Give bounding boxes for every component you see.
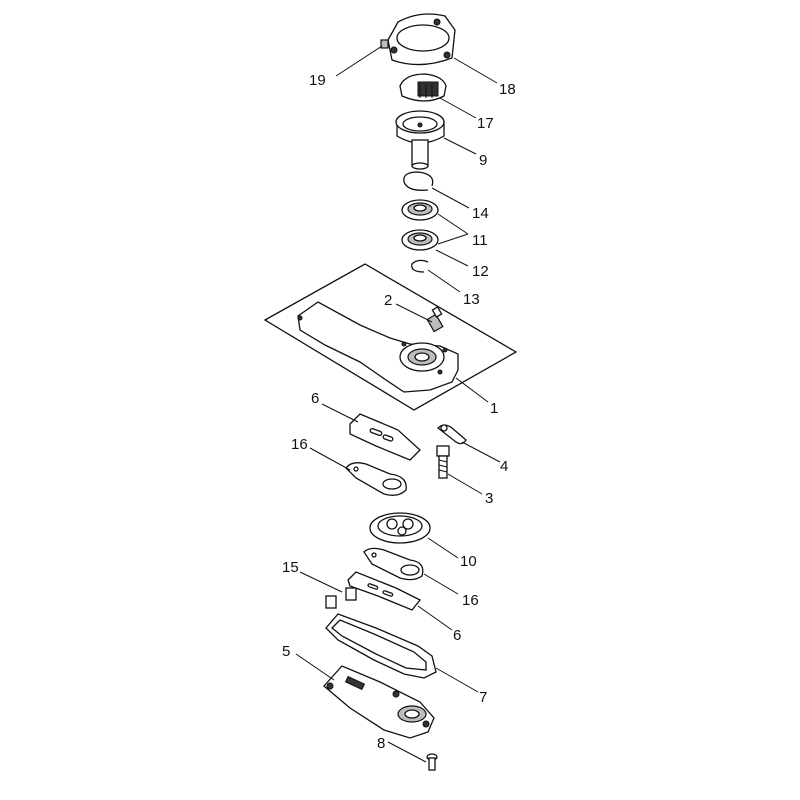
callout-1: 1 xyxy=(490,400,499,417)
callout-18: 18 xyxy=(499,81,516,98)
part-3-bolt xyxy=(436,445,450,479)
leader-13 xyxy=(427,269,461,293)
part-16-plate-lower xyxy=(363,547,424,581)
leader-1 xyxy=(455,377,489,403)
leader-11a xyxy=(437,213,469,235)
part-6-plate-upper xyxy=(349,413,421,461)
callout-7: 7 xyxy=(479,689,488,706)
callout-16-upper: 16 xyxy=(291,436,308,453)
part-6-plate-lower xyxy=(347,571,422,611)
callout-4: 4 xyxy=(500,458,509,475)
part-16-plate-upper xyxy=(345,462,407,496)
leader-18 xyxy=(453,57,498,84)
leader-3 xyxy=(447,473,483,495)
part-15-blocks xyxy=(325,587,357,609)
part-4-lever xyxy=(437,424,467,445)
leader-12 xyxy=(435,249,469,267)
callout-5: 5 xyxy=(282,643,291,660)
callout-16-lower: 16 xyxy=(462,592,479,609)
leader-17 xyxy=(439,97,477,119)
part-11-bearing-lower xyxy=(401,229,439,251)
leader-6b xyxy=(417,605,453,631)
leader-5 xyxy=(295,653,335,681)
part-13-snap-ring xyxy=(411,259,429,273)
part-9-clutch-drum xyxy=(395,110,445,170)
callout-12: 12 xyxy=(472,263,489,280)
callout-14: 14 xyxy=(472,205,489,222)
part-18-housing xyxy=(387,13,456,66)
leader-7 xyxy=(435,667,479,693)
part-5-cover xyxy=(323,665,435,739)
callout-17: 17 xyxy=(477,115,494,132)
callout-2: 2 xyxy=(384,292,393,309)
leader-2 xyxy=(395,303,433,323)
part-14-circlip xyxy=(403,171,434,191)
part-19-pin xyxy=(380,39,389,49)
part-10-gear xyxy=(369,512,431,544)
callout-6-lower: 6 xyxy=(453,627,462,644)
part-1-gear-case xyxy=(297,301,459,393)
part-1-gear-case-box xyxy=(263,263,518,411)
callout-3: 3 xyxy=(485,490,494,507)
part-17-clutch xyxy=(399,73,447,102)
leader-15 xyxy=(299,571,343,593)
leader-11b xyxy=(437,233,469,245)
leader-9 xyxy=(443,137,477,155)
part-2-grease-nipple xyxy=(426,306,444,333)
callout-6-upper: 6 xyxy=(311,390,320,407)
part-8-screw xyxy=(426,753,438,771)
leader-10 xyxy=(427,537,459,559)
callout-9: 9 xyxy=(479,152,488,169)
leader-14 xyxy=(431,187,470,209)
leader-6a xyxy=(321,403,359,423)
leader-16b xyxy=(423,573,459,595)
callout-11: 11 xyxy=(472,232,488,249)
leader-lines xyxy=(295,45,501,763)
callout-10: 10 xyxy=(460,553,477,570)
leader-8 xyxy=(387,741,427,763)
part-11-bearing-upper xyxy=(401,199,439,221)
leader-4 xyxy=(461,441,501,463)
callout-8: 8 xyxy=(377,735,386,752)
leader-16a xyxy=(309,447,351,471)
callout-15: 15 xyxy=(282,559,299,576)
leader-19 xyxy=(335,45,383,77)
part-7-gasket xyxy=(325,613,437,679)
callout-13: 13 xyxy=(463,291,480,308)
callout-19: 19 xyxy=(309,72,326,89)
